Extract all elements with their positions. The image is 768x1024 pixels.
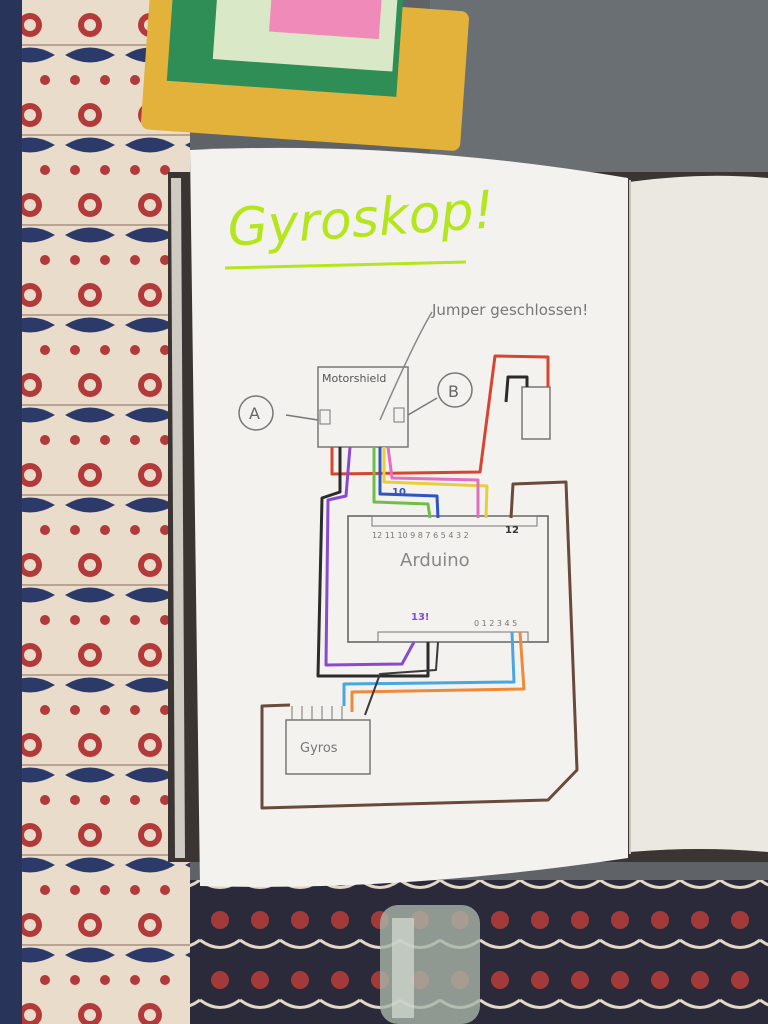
rug-left <box>0 0 190 1024</box>
digital-header <box>371 515 538 527</box>
right-page <box>630 175 768 852</box>
wires <box>260 354 579 810</box>
motor-a-label: A <box>249 404 260 423</box>
pin-13-label: 13! <box>411 612 429 623</box>
pin-10-label: 10 <box>392 487 406 498</box>
analog-header <box>377 631 529 643</box>
title-underline <box>224 260 467 270</box>
jumper-pointer <box>379 311 433 421</box>
digital-pin-numbers: 12 11 10 9 8 7 6 5 4 3 2 <box>372 531 469 540</box>
gyro-box <box>285 719 371 775</box>
glass-bottle <box>380 905 480 1024</box>
motorshield-box <box>317 366 409 448</box>
wire-pink <box>386 446 480 518</box>
analog-pin-numbers: 0 1 2 3 4 5 <box>474 619 517 628</box>
wire-orange <box>350 631 526 712</box>
motor-b-label: B <box>448 382 459 401</box>
side-module <box>521 386 551 440</box>
wire-brown-right <box>260 480 579 810</box>
wire-dark <box>364 641 439 716</box>
jumper-note: Jumper geschlossen! <box>431 301 588 319</box>
page-edge-lines <box>171 177 185 859</box>
wire-yellow <box>382 447 489 519</box>
arduino-label: Arduino <box>400 550 470 571</box>
wire-red <box>330 354 550 476</box>
wire-blue <box>378 447 440 519</box>
left-page <box>190 147 628 887</box>
wire-green <box>372 447 432 519</box>
wire-black-top <box>504 375 529 403</box>
motor-a-circle <box>238 395 274 431</box>
wire-purple <box>324 446 416 667</box>
gyro-header <box>291 706 343 720</box>
motorshield-label: Motorshield <box>322 372 386 385</box>
pin-12-label: 12 <box>505 525 519 536</box>
wire-light-blue <box>342 631 516 706</box>
gyro-label: Gyros <box>300 741 338 756</box>
rug-border <box>0 0 22 1024</box>
motor-b-circle <box>437 372 473 408</box>
books-stack <box>141 0 469 151</box>
